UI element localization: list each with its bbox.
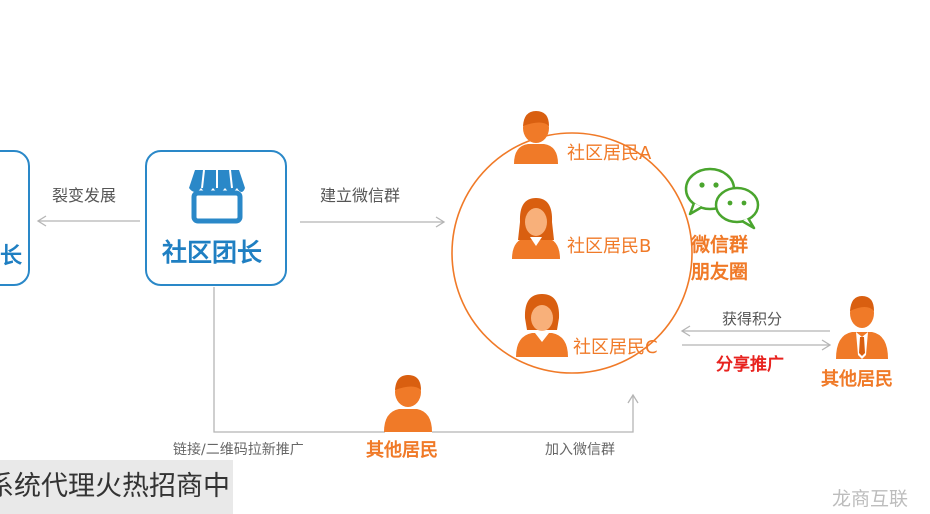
male-user-icon — [514, 111, 558, 164]
join-path — [432, 393, 639, 433]
earn-points-label: 获得积分 — [722, 310, 783, 328]
fission-label: 裂变发展 — [52, 186, 117, 205]
invite-path — [213, 287, 385, 433]
resident-c-label: 社区居民C — [573, 337, 658, 358]
moments-label: 朋友圈 — [691, 261, 749, 283]
fission-arrow — [36, 215, 140, 227]
build-group-arrow — [300, 216, 446, 228]
female-user-icon — [516, 294, 568, 357]
watermark: 龙商互联 — [832, 488, 909, 510]
community-leader-label: 社区团长 — [162, 238, 263, 267]
businessman-icon — [836, 296, 888, 359]
left-box-label: 长 — [0, 244, 23, 269]
community-circle — [451, 132, 693, 374]
link-qr-label: 链接/二维码拉新推广 — [173, 442, 304, 458]
storefront-icon — [189, 169, 245, 224]
female-user-icon — [512, 198, 560, 259]
promo-banner: 系统代理火热招商中 — [0, 460, 233, 514]
other-residents-bottom-label: 其他居民 — [366, 440, 438, 461]
resident-b-label: 社区居民B — [567, 236, 652, 257]
exchange-arrows — [680, 325, 832, 351]
promo-banner-text: 系统代理火热招商中 — [0, 471, 230, 502]
other-residents-right-label: 其他居民 — [821, 369, 893, 390]
wechat-icon — [684, 167, 760, 230]
resident-a-label: 社区居民A — [567, 143, 652, 164]
share-promote-label: 分享推广 — [716, 355, 784, 375]
build-group-label: 建立微信群 — [320, 186, 401, 205]
join-group-label: 加入微信群 — [545, 442, 615, 458]
wechat-group-label: 微信群 — [691, 234, 749, 256]
left-partial-box: 长 — [0, 150, 30, 286]
male-user-icon — [384, 375, 432, 432]
community-leader-box: 社区团长 — [145, 150, 287, 286]
